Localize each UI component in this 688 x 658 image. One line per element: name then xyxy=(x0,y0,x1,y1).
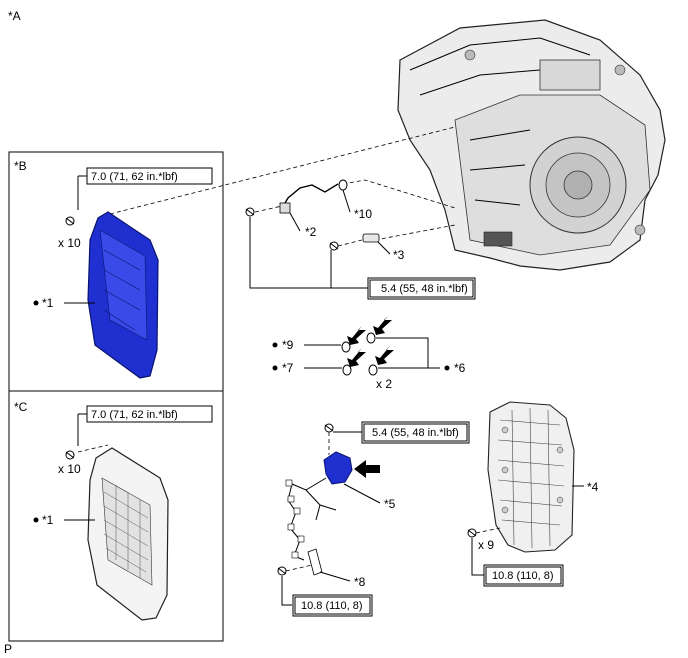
view-label-c: *C xyxy=(14,400,28,414)
callout-5: *5 xyxy=(384,497,396,511)
wire-harness xyxy=(285,477,337,561)
torque-box-sensor xyxy=(369,279,474,298)
callout-10: *10 xyxy=(354,207,372,221)
gasket-icon xyxy=(338,179,348,191)
bullet-icon xyxy=(272,342,278,348)
bolt-icon xyxy=(324,423,334,433)
bolt-icon xyxy=(65,450,75,460)
torque-box-bracket xyxy=(292,594,373,617)
torque-box-valve-body xyxy=(483,564,564,587)
callout-7: *7 xyxy=(282,361,294,375)
callout-6: *6 xyxy=(454,361,466,375)
callout-4: *4 xyxy=(587,480,599,494)
callout-8: *8 xyxy=(354,575,366,589)
alignment-line-pan xyxy=(109,126,456,215)
view-label-b: *B xyxy=(14,159,27,173)
arrow-icon xyxy=(354,460,380,478)
valve-body xyxy=(487,401,575,553)
callout-2: *2 xyxy=(305,225,317,239)
bolt-icon xyxy=(467,528,477,538)
qty-b-bolts: x 10 xyxy=(58,236,81,250)
sensor-3 xyxy=(362,233,380,243)
torque-pan-c: 7.0 (71, 62 in.*lbf) xyxy=(91,409,178,421)
bolt-icon xyxy=(245,207,255,217)
arrow-icon xyxy=(347,316,394,367)
alignment-line-harness xyxy=(342,179,456,209)
speed-sensor-harness xyxy=(279,183,339,214)
bolt-icon xyxy=(277,566,287,576)
torque-harness-bracket: 10.8 (110, 8) xyxy=(301,600,363,612)
callout-3: *3 xyxy=(393,248,405,262)
torque-solenoid: 5.4 (55, 48 in.*lbf) xyxy=(372,427,459,439)
callout-1-b: *1 xyxy=(42,296,54,310)
bullet-icon xyxy=(444,365,450,371)
torque-sensor-harness: 5.4 (55, 48 in.*lbf) xyxy=(381,283,468,295)
solenoid-highlighted xyxy=(323,451,353,485)
qty-c-bolts: x 10 xyxy=(58,462,81,476)
torque-valve-body: 10.8 (110, 8) xyxy=(492,570,554,582)
view-c-frame xyxy=(8,390,224,642)
qty-valve-body-bolts: x 9 xyxy=(478,538,494,552)
oil-pan-c xyxy=(87,447,169,621)
view-label-a: *A xyxy=(8,9,21,23)
oil-pan-b-highlighted xyxy=(87,211,159,379)
qty-gasket-pairs: x 2 xyxy=(376,377,392,391)
gasket-icon xyxy=(341,332,378,376)
callout-1-c: *1 xyxy=(42,513,54,527)
alignment-line-sensor xyxy=(374,224,456,241)
bracket-8 xyxy=(307,548,323,576)
bolt-icon xyxy=(65,216,75,226)
transaxle-assembly xyxy=(397,19,666,271)
bullet-icon xyxy=(33,300,39,306)
callout-9: *9 xyxy=(282,338,294,352)
bolt-icon xyxy=(329,241,339,251)
torque-pan-b: 7.0 (71, 62 in.*lbf) xyxy=(91,171,178,183)
bullet-icon xyxy=(33,517,39,523)
footer-code: P xyxy=(4,642,12,656)
bullet-icon xyxy=(272,365,278,371)
leader-harness-torque xyxy=(249,217,368,289)
